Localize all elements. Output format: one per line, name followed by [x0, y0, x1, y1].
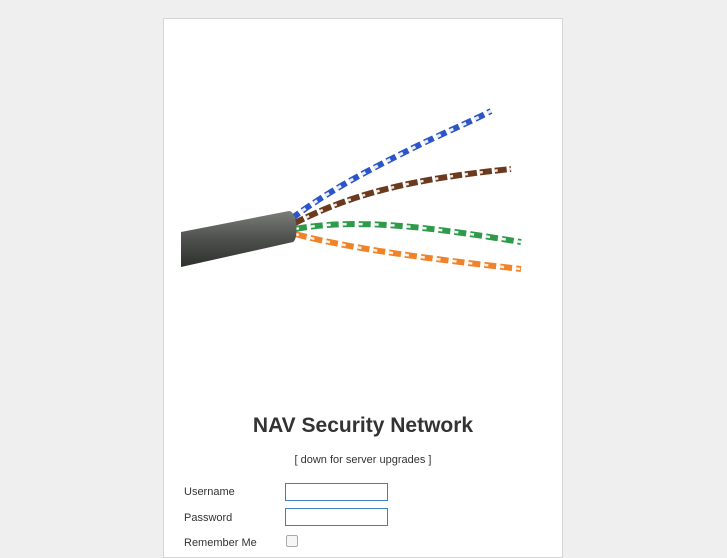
password-input[interactable] [285, 508, 388, 526]
network-cable-image [181, 108, 522, 272]
remember-me-label: Remember Me [184, 537, 257, 549]
login-card: NAV Security Network [ down for server u… [163, 18, 563, 558]
username-input[interactable] [285, 483, 388, 501]
status-notice: [ down for server upgrades ] [294, 454, 432, 466]
page-title: NAV Security Network [252, 414, 474, 437]
password-label: Password [184, 512, 233, 524]
username-label: Username [184, 486, 235, 498]
remember-me-checkbox[interactable] [286, 535, 298, 547]
